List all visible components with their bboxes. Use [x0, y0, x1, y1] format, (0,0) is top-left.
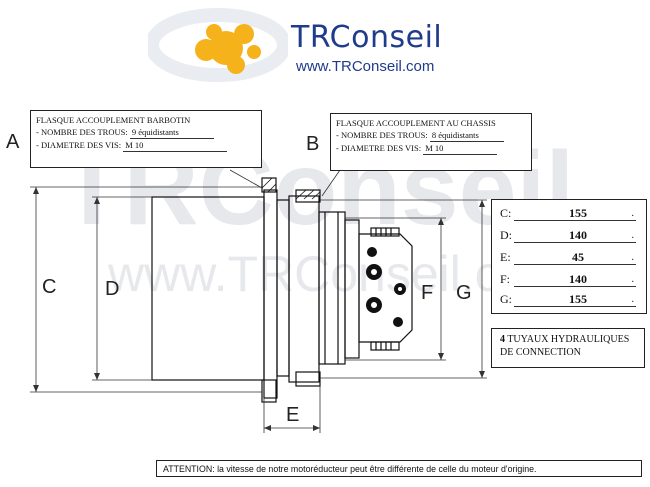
- motor-housing: [344, 219, 360, 359]
- dimension-row: F: 140 .: [500, 272, 636, 287]
- chassis-flange: [288, 195, 320, 383]
- brand-url: www.TRConseil.com: [296, 58, 435, 75]
- callout-sprocket-flange: FLASQUE ACCOUPLEMENT BARBOTIN - NOMBRE D…: [30, 110, 262, 168]
- dimension-row: E: 45 .: [500, 250, 636, 265]
- holes-label: - NOMBRE DES TROUS:: [36, 127, 128, 137]
- screw-value: M 10: [423, 142, 498, 155]
- dimension-row: D: 140 .: [500, 228, 636, 243]
- dimension-row: C: 155 .: [500, 206, 636, 221]
- hydraulics-text: TUYAUX HYDRAULIQUES DE CONNECTION: [500, 334, 630, 358]
- screw-label: - DIAMETRE DES VIS:: [336, 143, 422, 153]
- label-e: E: [286, 404, 300, 426]
- label-a: A: [6, 131, 20, 153]
- screw-value: M 10: [123, 139, 228, 152]
- callout-title: FLASQUE ACCOUPLEMENT AU CHASSIS: [336, 118, 496, 128]
- label-b: B: [306, 133, 320, 155]
- attention-note: ATTENTION: la vitesse de notre motoréduc…: [156, 460, 642, 477]
- logo-mark-icon: [145, 8, 291, 82]
- hydraulics-count: 4: [500, 334, 505, 345]
- holes-value: 8 équidistants: [429, 129, 504, 142]
- label-g: G: [456, 282, 472, 304]
- holes-label: - NOMBRE DES TROUS:: [336, 130, 428, 140]
- holes-value: 9 équidistants: [129, 126, 214, 139]
- hydraulic-ports: [366, 247, 406, 327]
- drum-body: [151, 196, 265, 381]
- label-c: C: [42, 276, 57, 298]
- screw-label: - DIAMETRE DES VIS:: [36, 140, 122, 150]
- brand-name: TRConseil: [291, 20, 443, 55]
- label-f: F: [421, 282, 434, 304]
- callout-title: FLASQUE ACCOUPLEMENT BARBOTIN: [36, 115, 191, 125]
- brand-logo: [145, 8, 291, 82]
- dimension-row: G: 155 .: [500, 292, 636, 307]
- sprocket-flange: [263, 189, 278, 399]
- valve-block: [358, 233, 413, 343]
- dimensions-box: C: 155 . D: 140 . E: 45 . F: 140 . G: 15…: [491, 199, 647, 314]
- label-d: D: [105, 278, 120, 300]
- callout-chassis-flange: FLASQUE ACCOUPLEMENT AU CHASSIS - NOMBRE…: [330, 113, 532, 171]
- hydraulics-box: 4 TUYAUX HYDRAULIQUES DE CONNECTION: [491, 328, 645, 368]
